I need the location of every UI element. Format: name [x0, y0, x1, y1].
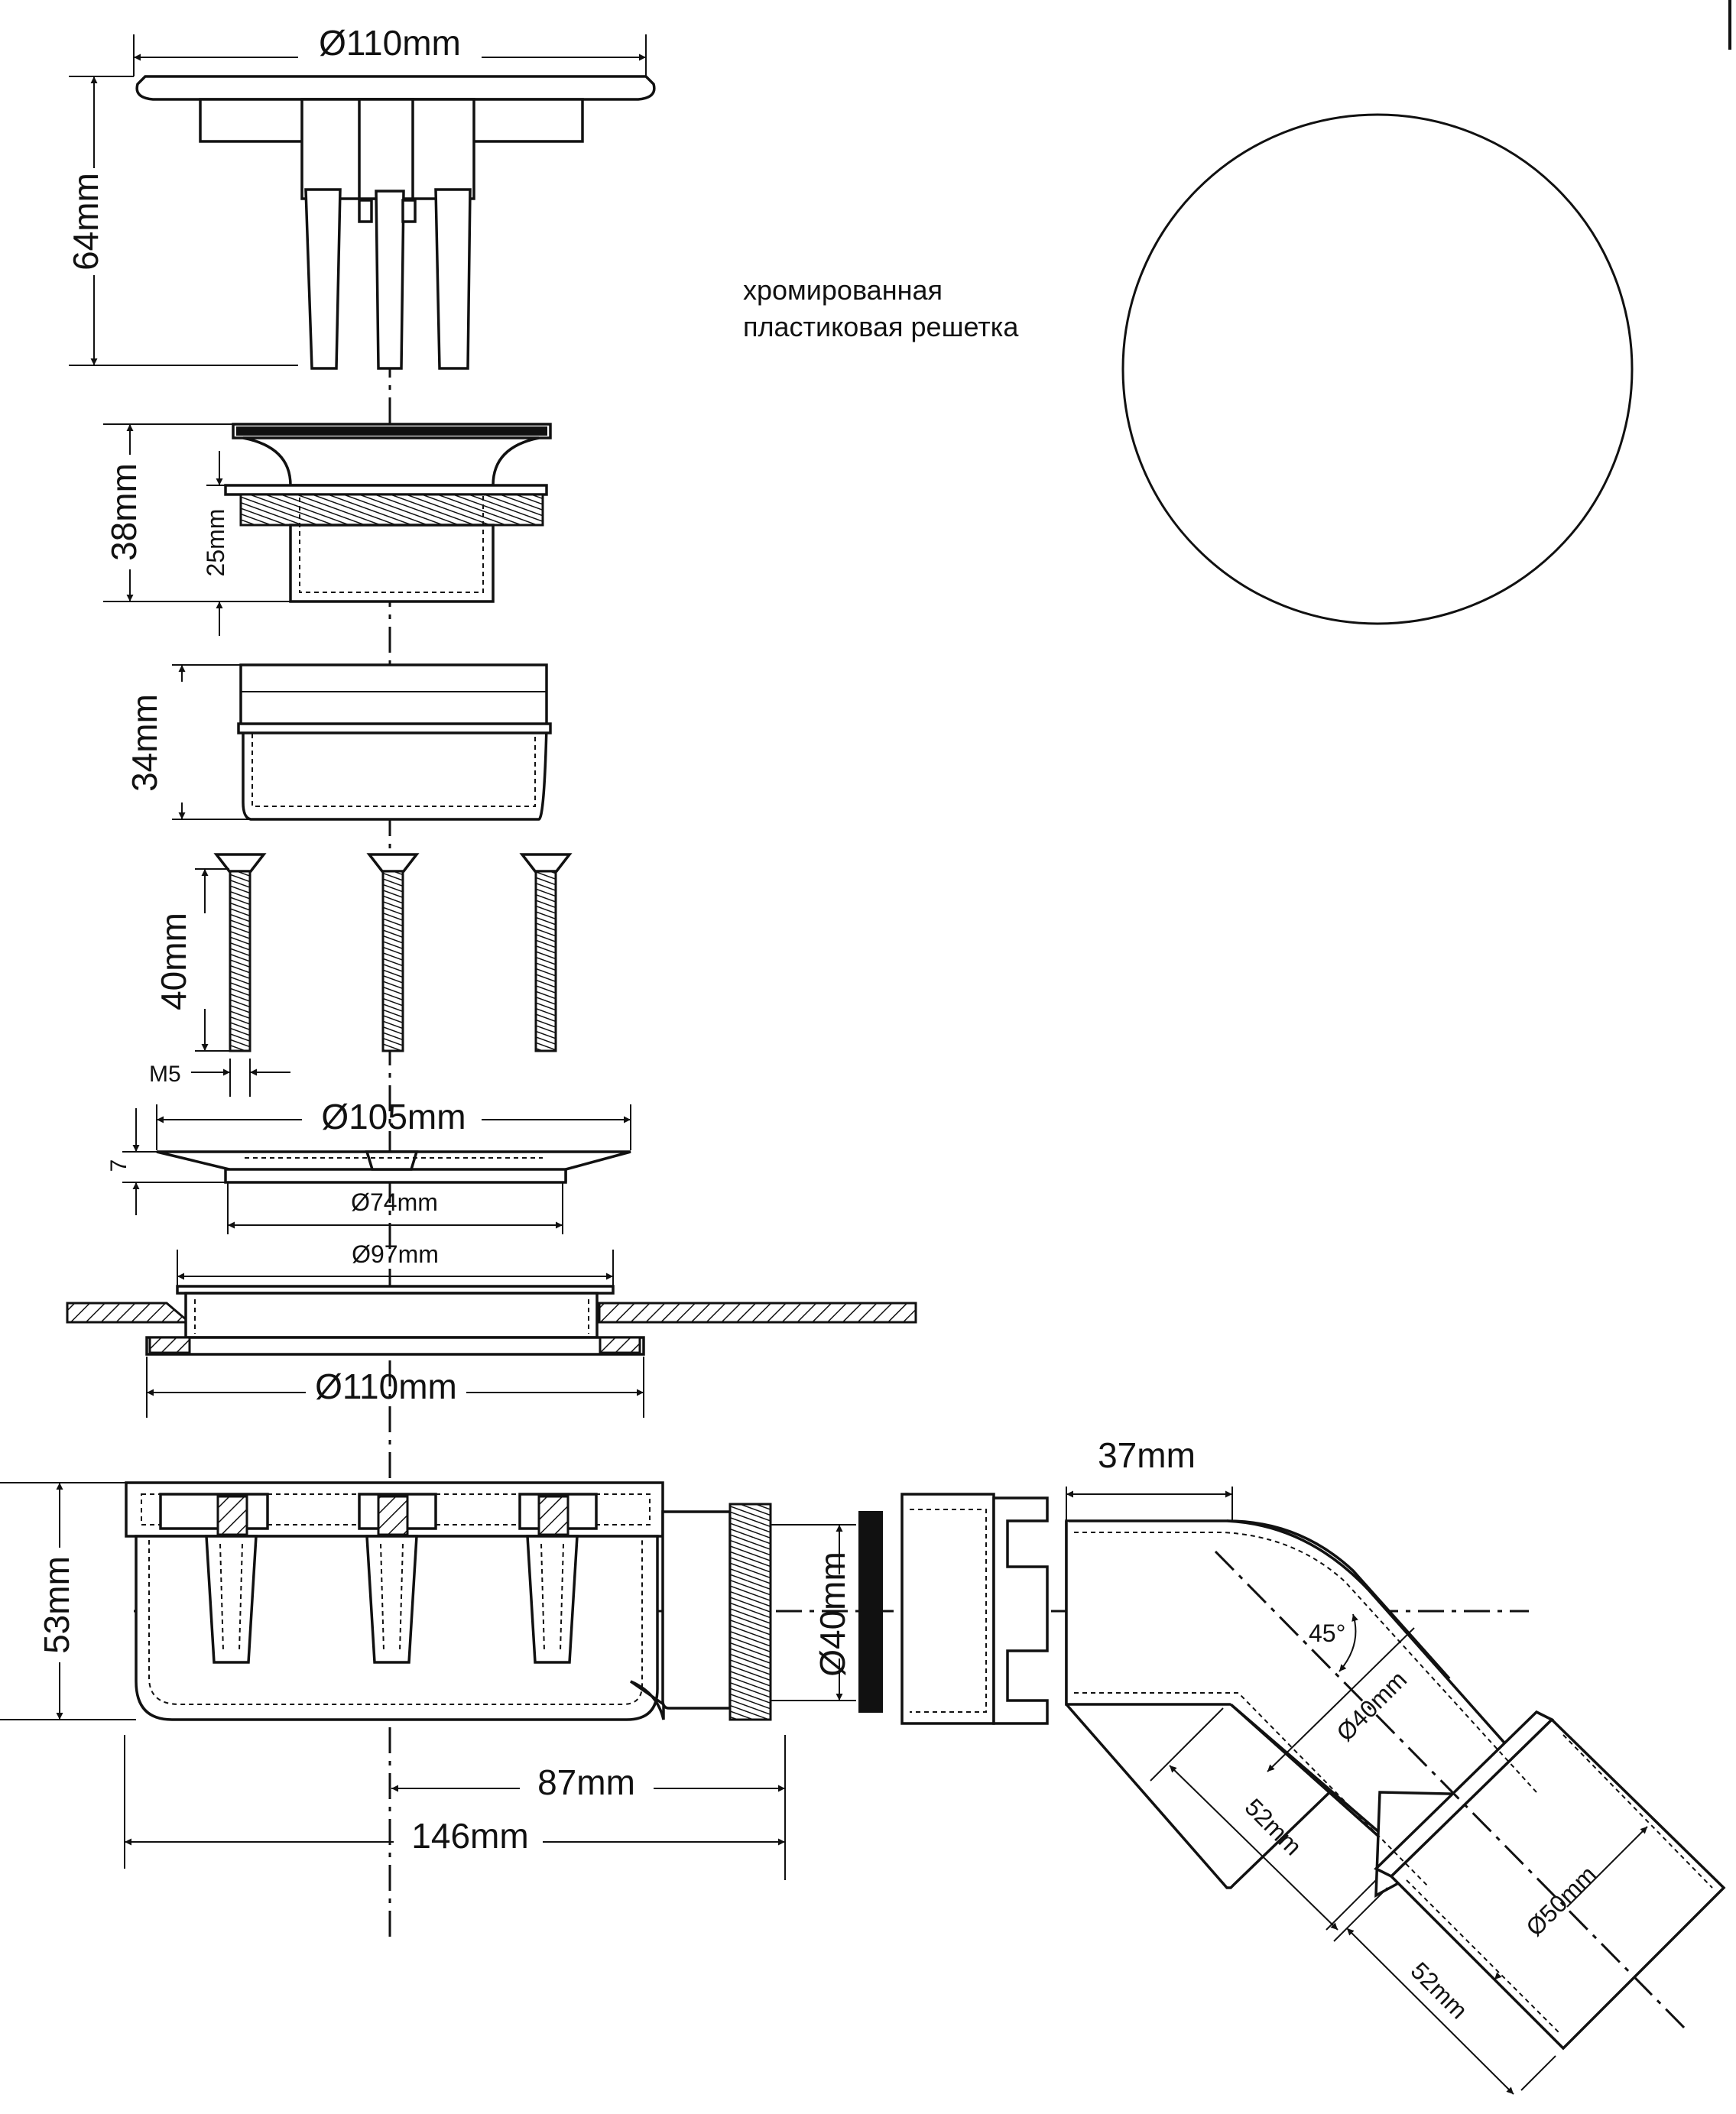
- seat-diameter-label: Ø97mm: [352, 1240, 439, 1268]
- outlet-offset-dim: 87mm: [391, 1735, 786, 1880]
- trap-body-part: [125, 1481, 665, 1721]
- grate-height-dim: 64mm: [66, 76, 298, 366]
- flange-inner-label: Ø74mm: [351, 1188, 438, 1216]
- connector-nut-part: [900, 1493, 1049, 1725]
- elbow-angle-label: 45°: [1309, 1620, 1345, 1647]
- total-length-dim: 146mm: [124, 1735, 785, 1869]
- elbow-length-2-label: 52mm: [1406, 1957, 1473, 2024]
- flange-diameter-dim: Ø105mm: [156, 1097, 631, 1150]
- flange-thickness-dim: 7: [106, 1108, 226, 1215]
- elbow-angle-dim: 45°: [1309, 1613, 1358, 1672]
- outlet-diameter-dim: Ø40mm: [813, 1525, 852, 1701]
- body-height-label: 38mm: [104, 463, 144, 561]
- tray-section-part: [66, 1285, 917, 1356]
- adapter-height-dim: 34mm: [125, 664, 251, 820]
- caption-line-2: пластиковая решетка: [743, 311, 1019, 342]
- outlet-diameter-label: Ø40mm: [813, 1551, 852, 1677]
- adapter-ring-part: [237, 663, 552, 821]
- screw-middle: [366, 853, 420, 1052]
- screw-length-label: 40mm: [154, 913, 193, 1010]
- screw-thread-label: M5: [149, 1062, 181, 1087]
- chrome-grate-top-view: [1121, 113, 1634, 625]
- outlet-offset-label: 87mm: [537, 1762, 635, 1802]
- screw-length-dim: 40mm: [154, 868, 229, 1052]
- body-height-dim: 38mm: [103, 423, 290, 602]
- screw-thread-dim: M5: [149, 1059, 290, 1097]
- grate-part: [135, 75, 656, 370]
- seat-diameter-dim: Ø97mm: [177, 1240, 614, 1286]
- flange-diameter-label: Ø105mm: [321, 1097, 466, 1136]
- base-diameter-label: Ø110mm: [315, 1367, 457, 1406]
- elbow-offset-dim: 37mm: [1066, 1435, 1233, 1521]
- grate-height-label: 64mm: [66, 173, 105, 271]
- elbow-offset-label: 37mm: [1098, 1435, 1196, 1475]
- flange-part: [156, 1150, 631, 1184]
- screw-right: [519, 853, 573, 1052]
- total-length-label: 146mm: [411, 1816, 528, 1856]
- adapter-height-label: 34mm: [125, 694, 164, 792]
- thread-length-dim: 25mm: [202, 451, 290, 636]
- grate-diameter-dim: Ø110mm: [133, 23, 647, 76]
- grate-diameter-label: Ø110mm: [319, 23, 461, 63]
- elbow-part: [1065, 1519, 1726, 2051]
- flange-inner-dim: Ø74mm: [227, 1183, 563, 1234]
- thread-length-label: 25mm: [202, 509, 229, 577]
- base-diameter-dim: Ø110mm: [146, 1357, 644, 1418]
- caption-line-1: хромированная: [743, 274, 943, 306]
- elbow-axis-line: [1214, 1550, 1691, 2035]
- screw-left: [213, 853, 267, 1052]
- trap-height-label: 53mm: [37, 1556, 76, 1654]
- drain-body-part: [224, 423, 552, 603]
- flange-thickness-label: 7: [106, 1159, 131, 1172]
- trap-outlet-part: [661, 1503, 883, 1721]
- trap-height-dim: 53mm: [0, 1482, 136, 1720]
